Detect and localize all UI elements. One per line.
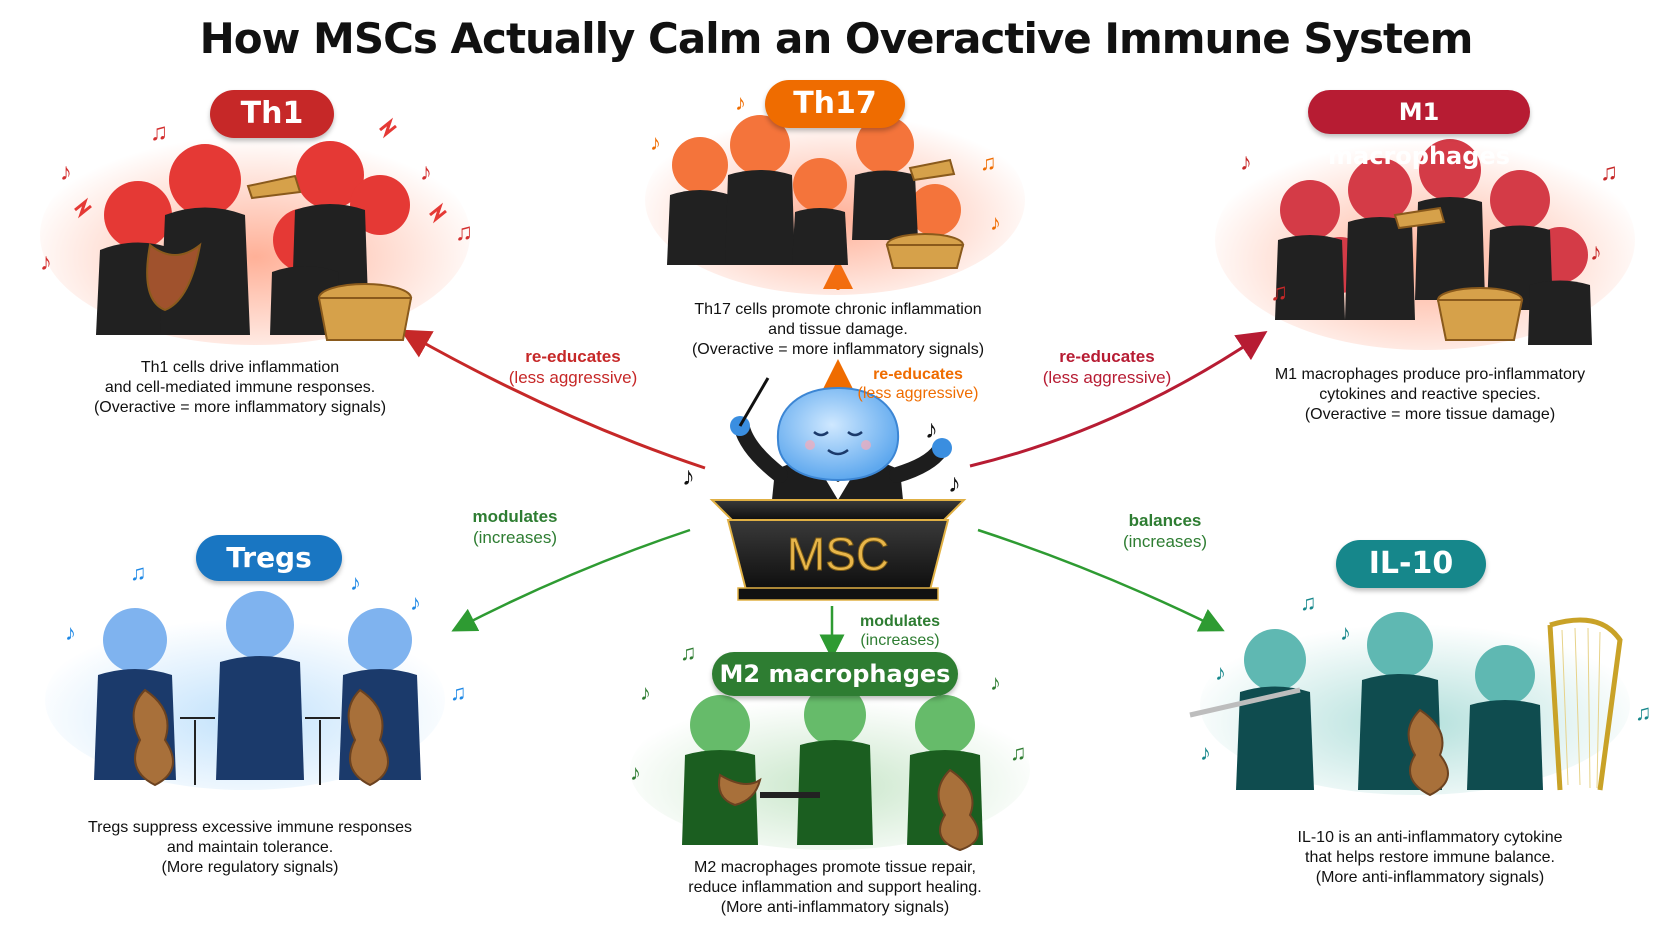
il10-orchestra-illustration: ♪ ♫ ♪ ♫ ♪	[1189, 590, 1652, 797]
svg-text:♫: ♫	[450, 680, 467, 705]
svg-text:♪: ♪	[735, 90, 746, 115]
svg-text:♪: ♪	[1240, 149, 1252, 176]
arrow-to-tregs	[451, 528, 691, 632]
m2-orchestra-illustration: ♪ ♫ ♪ ♫ ♪	[630, 640, 1030, 852]
arrow-to-th1	[400, 329, 706, 470]
page-title: How MSCs Actually Calm an Overactive Imm…	[199, 14, 1474, 63]
svg-text:♫: ♫	[1270, 279, 1288, 306]
flute-shape	[1189, 687, 1301, 718]
svg-text:♫: ♫	[980, 150, 997, 175]
th17-orchestra-illustration: ♪ ♫ ♪ ♪	[645, 90, 1025, 295]
svg-text:♫: ♫	[130, 560, 147, 585]
pill-tregs: Tregs	[196, 535, 342, 581]
m1-description: M1 macrophages produce pro-inflammatory …	[1274, 366, 1586, 423]
svg-text:♫: ♫	[1300, 590, 1317, 615]
svg-text:♪: ♪	[60, 159, 72, 186]
pill-m1-macrophages: M1 macrophages	[1308, 90, 1530, 170]
arrow-to-m1	[969, 330, 1268, 468]
svg-text:♪: ♪	[350, 570, 361, 595]
svg-text:♪: ♪	[1215, 660, 1226, 685]
svg-text:♪: ♪	[682, 461, 695, 491]
th1-orchestra-illustration: ♪ ♫ ♪ ♫ ♪	[40, 117, 473, 345]
music-stand-shape	[760, 792, 820, 798]
label-to-m1: re-educates (less aggressive)	[1042, 347, 1172, 387]
pill-th17: Th17	[765, 80, 905, 128]
label-to-il10: balances (increases)	[1122, 511, 1208, 551]
m1-orchestra-illustration: ♪ ♫ ♪ ♫	[1215, 130, 1635, 350]
pill-m2-macrophages: M2 macrophages	[712, 652, 958, 696]
svg-text:♪: ♪	[1590, 239, 1602, 266]
pill-th1: Th1	[210, 90, 334, 138]
svg-text:♫: ♫	[150, 119, 168, 146]
svg-text:♪: ♪	[410, 590, 421, 615]
th1-description: Th1 cells drive inflammation and cell-me…	[93, 359, 387, 416]
th17-description: Th17 cells promote chronic inflammation …	[691, 301, 985, 358]
svg-text:♫: ♫	[1635, 700, 1652, 725]
label-to-th1: re-educates (less aggressive)	[508, 347, 638, 387]
label-to-tregs: modulates (increases)	[472, 507, 558, 547]
msc-conductor-illustration: ♪ ♪ ♪ MSC	[682, 377, 967, 601]
svg-text:♫: ♫	[1600, 159, 1618, 186]
arrow-to-il10	[977, 528, 1225, 632]
m2-description: M2 macrophages promote tissue repair, re…	[688, 859, 982, 916]
svg-text:♫: ♫	[455, 219, 473, 246]
svg-text:♪: ♪	[650, 130, 661, 155]
svg-text:♪: ♪	[420, 159, 432, 186]
pill-il10: IL-10	[1336, 540, 1486, 588]
svg-text:♫: ♫	[680, 640, 697, 665]
harp-shape	[1547, 617, 1623, 791]
svg-text:♫: ♫	[1010, 740, 1027, 765]
svg-text:♪: ♪	[948, 468, 961, 498]
svg-text:♪: ♪	[640, 680, 651, 705]
label-to-m2: modulates (increases)	[859, 613, 940, 649]
svg-text:♪: ♪	[40, 249, 52, 276]
tregs-orchestra-illustration: ♪ ♫ ♪ ♫ ♪	[45, 560, 467, 790]
label-to-th17: re-educates (less aggressive)	[857, 366, 979, 402]
svg-text:♪: ♪	[630, 760, 641, 785]
svg-text:♪: ♪	[1340, 620, 1351, 645]
svg-text:♪: ♪	[65, 620, 76, 645]
il10-description: IL-10 is an anti-inflammatory cytokine t…	[1297, 829, 1563, 886]
tregs-description: Tregs suppress excessive immune response…	[88, 819, 412, 876]
podium-label: MSC	[787, 528, 889, 580]
svg-text:♪: ♪	[925, 414, 938, 444]
svg-text:♪: ♪	[990, 210, 1001, 235]
svg-text:♪: ♪	[1200, 740, 1211, 765]
svg-text:♪: ♪	[990, 670, 1001, 695]
